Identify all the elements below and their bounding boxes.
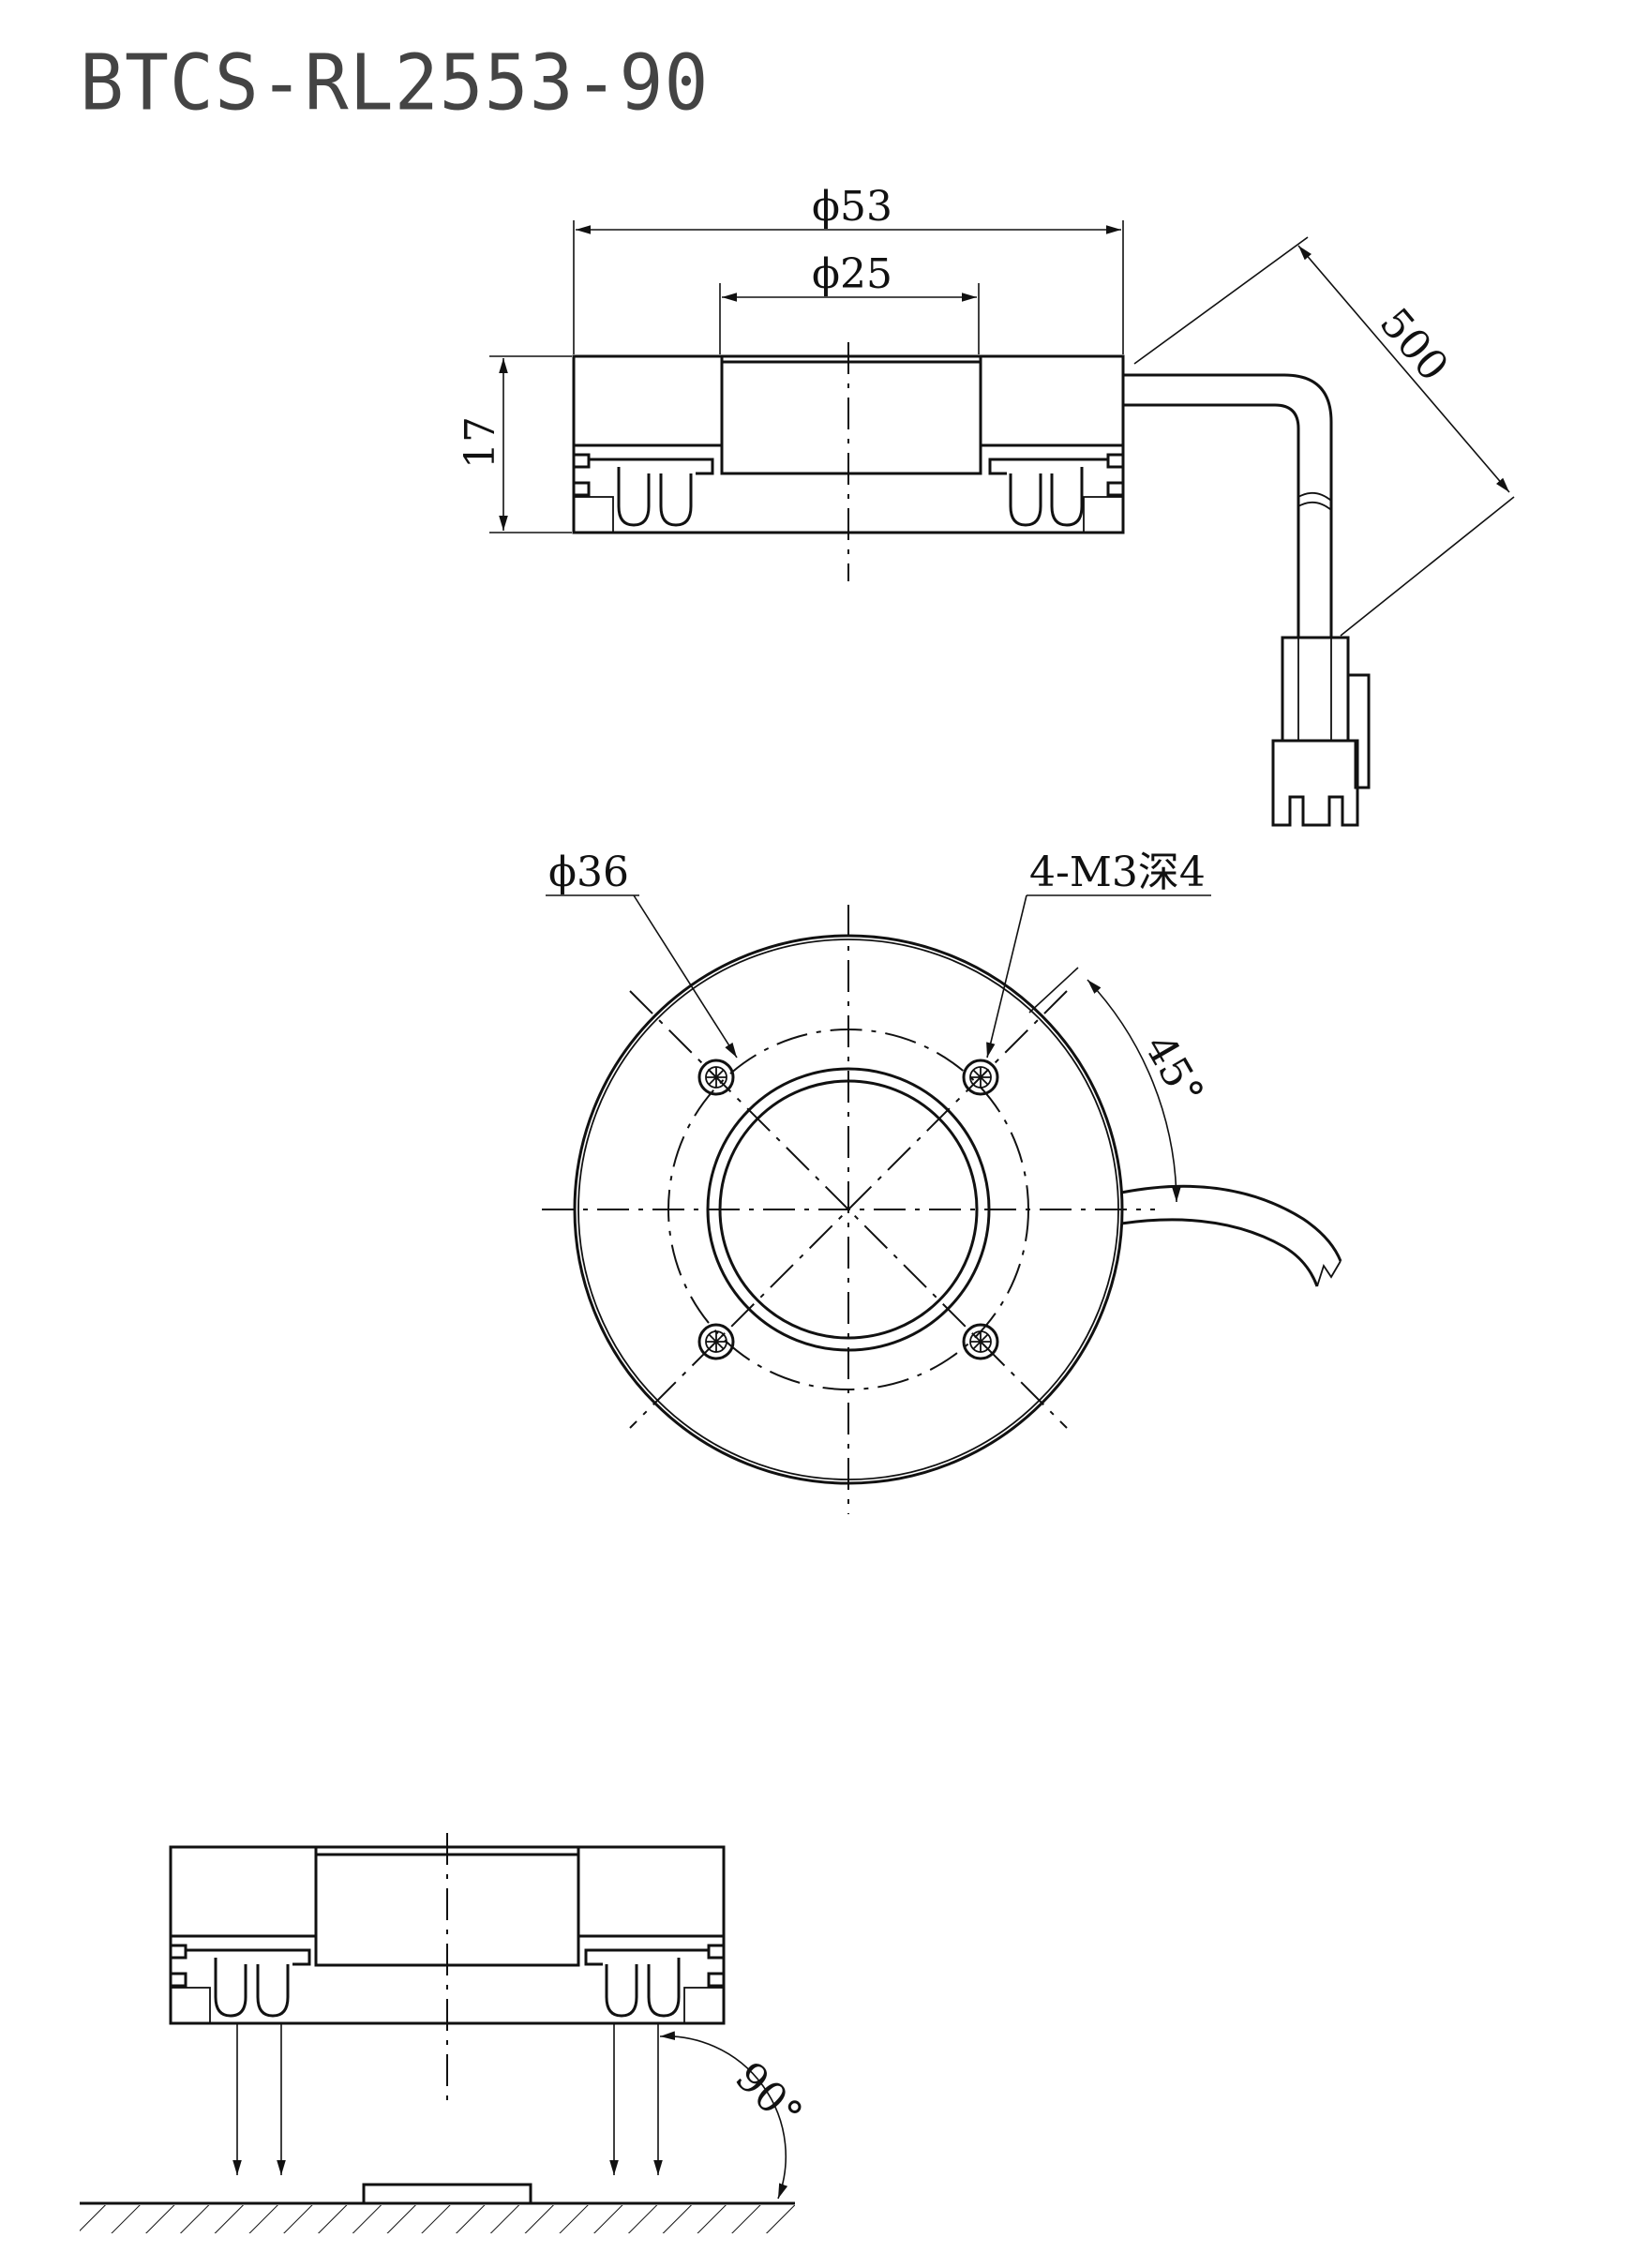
connector-latch — [1348, 673, 1371, 789]
angle-45-label: 45° — [1134, 1027, 1212, 1114]
dim-angle-90: 90° — [659, 2031, 811, 2200]
connector-body — [1281, 636, 1350, 743]
dim-bolt-circle: ϕ36 — [546, 849, 738, 1059]
mount-hole-tr — [962, 1059, 999, 1096]
dim-height: 17 — [457, 355, 572, 533]
dim-cable-length: 500 — [1133, 236, 1515, 637]
angle-90-label: 90° — [726, 2053, 811, 2139]
dim-angle-45: 45° — [1028, 967, 1213, 1203]
mount-hole-tl — [697, 1059, 735, 1096]
cable-inner — [1123, 403, 1300, 638]
inner-bore — [720, 360, 982, 475]
cable-and-connector — [1123, 373, 1371, 827]
bolt-circle-label: ϕ36 — [548, 849, 629, 896]
right-led-channel — [988, 458, 1108, 475]
mount-hole-bl — [697, 1323, 735, 1360]
left-housing-section — [572, 354, 724, 447]
right-housing-section — [979, 354, 1125, 447]
outer-diameter-label: ϕ53 — [812, 183, 892, 231]
cable-top-edge — [1120, 1184, 1342, 1262]
target-object — [362, 2183, 532, 2205]
inner-diameter-label: ϕ25 — [812, 250, 892, 298]
cable-length-label: 500 — [1371, 299, 1458, 390]
right-led-lens — [1009, 467, 1084, 527]
mount-hole-br — [962, 1323, 999, 1360]
left-led-channel — [589, 458, 714, 475]
dim-inner-diameter: ϕ25 — [719, 250, 980, 354]
threaded-holes-label: 4-M3深4 — [1029, 849, 1206, 896]
left-led-lens — [617, 467, 693, 527]
dim-threaded-holes: 4-M3深4 — [986, 849, 1211, 1059]
dim-outer-diameter: ϕ53 — [573, 183, 1124, 354]
drawing-title: BTCS-RL2553-90 — [80, 39, 710, 128]
beam-section-view — [80, 1833, 795, 2233]
side-section-view — [572, 342, 1125, 581]
height-label: 17 — [457, 416, 504, 469]
cable-bottom-edge — [1120, 1218, 1319, 1287]
front-view — [542, 905, 1342, 1514]
connector-plug — [1271, 739, 1359, 827]
